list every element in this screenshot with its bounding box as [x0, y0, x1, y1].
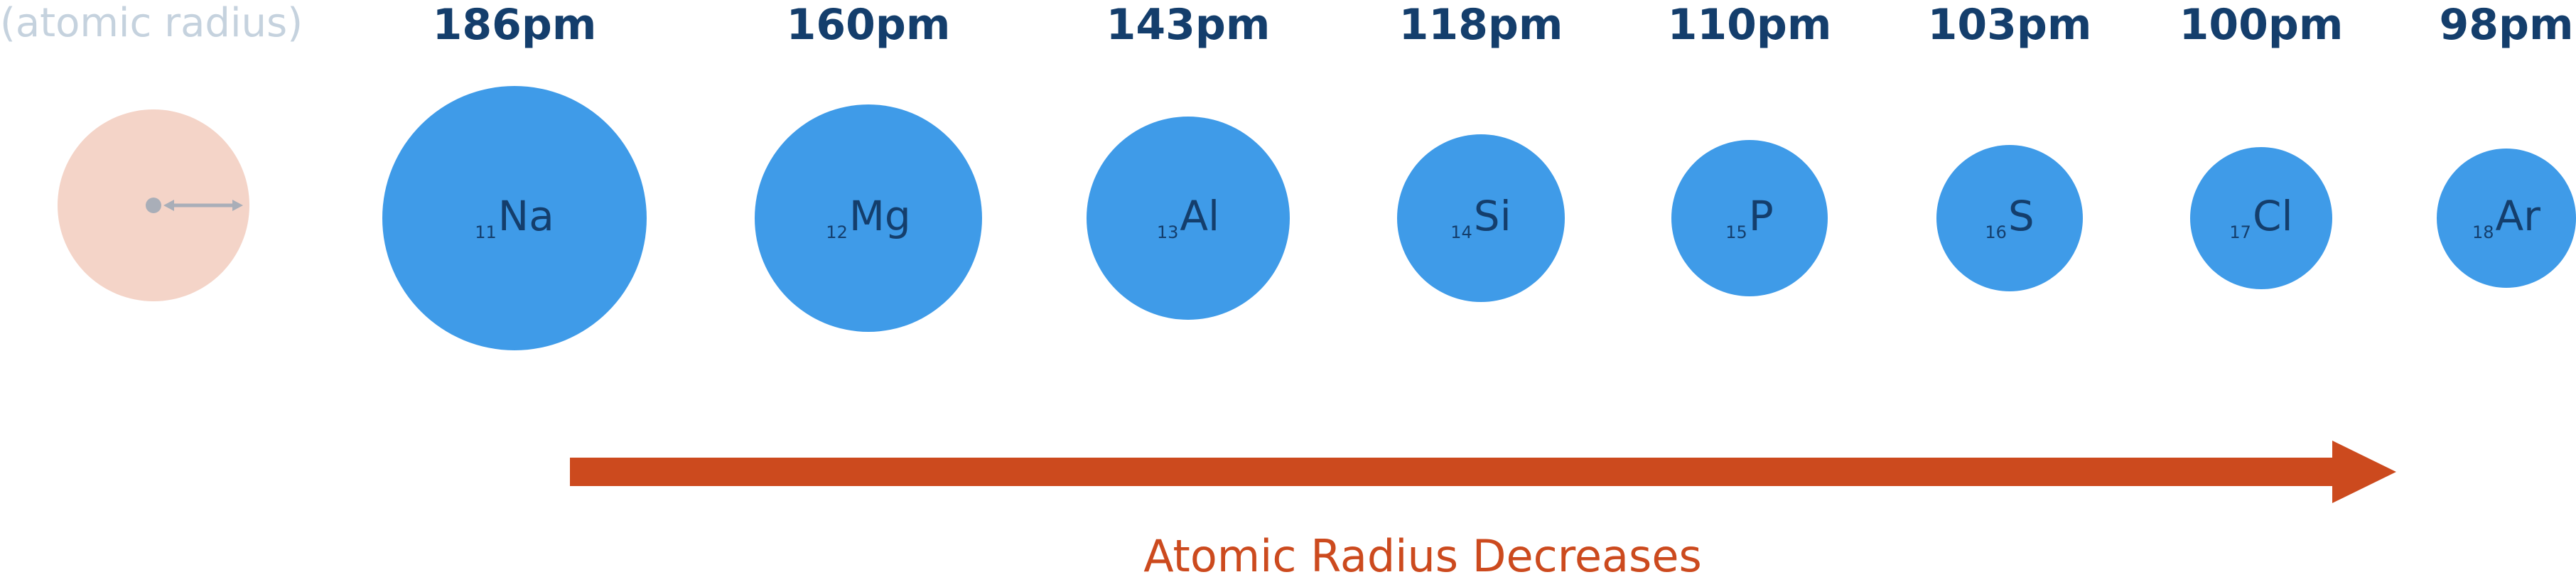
atomic-number: 15: [1725, 222, 1747, 242]
radius-label-p: 110pm: [1667, 0, 1832, 50]
trend-arrow-head: [2332, 441, 2396, 503]
atom-circle-cl: [2190, 147, 2332, 289]
atom-circle-ar: [2437, 149, 2576, 288]
atom-circle-p: [1671, 140, 1828, 296]
element-symbol: Si: [1473, 192, 1511, 241]
legend-arrowhead-left-icon: [163, 200, 174, 211]
atomic-number: 14: [1450, 222, 1472, 242]
atomic-number: 13: [1156, 222, 1179, 242]
atom-label-na: 11Na: [475, 195, 554, 241]
atom-label-cl: 17Cl: [2229, 195, 2292, 241]
atomic-number: 11: [475, 222, 497, 242]
atomic-number: 12: [826, 222, 848, 242]
radius-label-al: 143pm: [1106, 0, 1271, 50]
element-symbol: S: [2008, 192, 2035, 241]
atom-circle-al: [1087, 117, 1290, 320]
element-symbol: Al: [1180, 192, 1220, 241]
radius-label-ar: 98pm: [2439, 0, 2574, 50]
atom-label-s: 16S: [1985, 195, 2034, 241]
legend-nucleus-dot: [146, 198, 161, 213]
atomic-number: 16: [1985, 222, 2007, 242]
trend-arrow-shaft: [570, 458, 2354, 486]
atom-circle-na: [382, 86, 647, 350]
legend-icon: [58, 109, 249, 301]
atom-circle-s: [1936, 145, 2083, 291]
radius-label-cl: 100pm: [2179, 0, 2344, 50]
element-symbol: Na: [497, 192, 554, 241]
atom-label-p: 15P: [1725, 195, 1774, 241]
element-symbol: Mg: [848, 192, 911, 241]
radius-label-s: 103pm: [1927, 0, 2092, 50]
element-symbol: Cl: [2252, 192, 2293, 241]
atom-label-mg: 12Mg: [826, 195, 910, 241]
atom-label-al: 13Al: [1157, 195, 1219, 241]
atom-label-si: 14Si: [1450, 195, 1511, 241]
radius-label-mg: 160pm: [786, 0, 951, 50]
trend-arrow-icon: [570, 441, 2396, 503]
atom-circle-mg: [755, 104, 982, 332]
atom-circles: [382, 86, 2576, 350]
legend-label: (atomic radius): [0, 0, 303, 46]
radius-label-na: 186pm: [432, 0, 597, 50]
atomic-number: 18: [2472, 222, 2494, 242]
trend-label: Atomic Radius Decreases: [1143, 530, 1702, 582]
atomic-number: 17: [2229, 222, 2251, 242]
legend-arrowhead-right-icon: [232, 200, 243, 211]
atom-circle-si: [1397, 134, 1565, 302]
element-symbol: Ar: [2495, 192, 2541, 241]
atom-label-ar: 18Ar: [2472, 195, 2540, 241]
radius-label-si: 118pm: [1399, 0, 1563, 50]
element-symbol: P: [1748, 192, 1774, 241]
